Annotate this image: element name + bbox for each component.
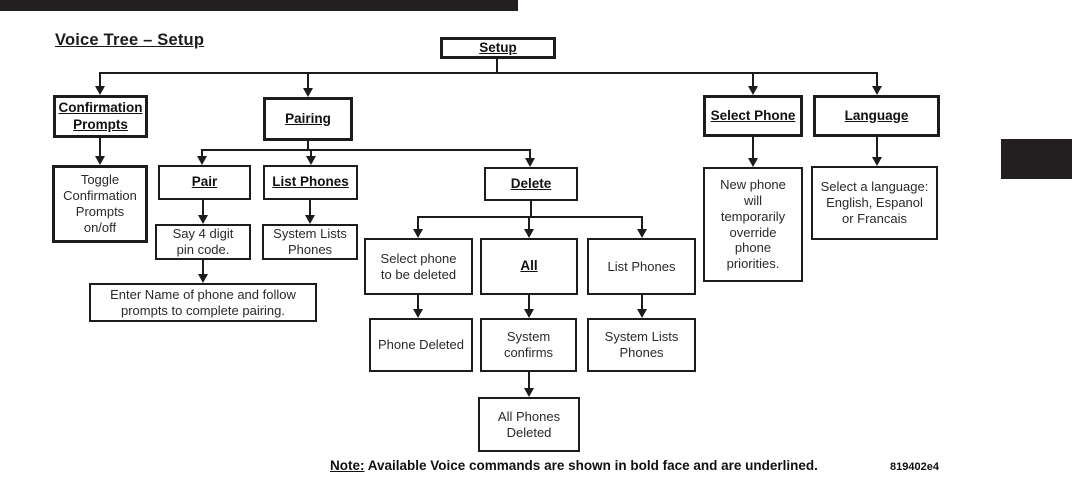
node-label: Phone Deleted — [377, 337, 464, 353]
flow-line — [529, 149, 531, 158]
node-setup: Setup — [440, 37, 556, 59]
node-label: All Phones Deleted — [497, 408, 561, 440]
flow-line — [530, 201, 532, 218]
arrow-down-icon — [305, 215, 315, 224]
arrow-down-icon — [748, 86, 758, 95]
flow-line — [99, 72, 101, 86]
flow-line — [752, 137, 754, 158]
node-system-lists-phones: System Lists Phones — [262, 224, 358, 260]
arrow-down-icon — [748, 158, 758, 167]
node-label: Setup — [479, 39, 517, 55]
arrow-down-icon — [198, 274, 208, 283]
node-label: Select a language: English, Espanol or F… — [820, 179, 929, 226]
flow-line — [202, 200, 204, 215]
figure-code: 819402e4 — [890, 461, 939, 473]
note-label: Note: — [330, 458, 365, 473]
node-label: Language — [844, 107, 909, 123]
arrow-down-icon — [198, 215, 208, 224]
arrow-down-icon — [413, 229, 423, 238]
node-label: Toggle Confirmation Prompts on/off — [63, 172, 137, 235]
node-select-phone-to-delete: Select phone to be deleted — [364, 238, 473, 295]
node-select-phone: Select Phone — [703, 95, 803, 137]
node-all: All — [480, 238, 578, 295]
node-label: Select phone to be deleted — [380, 250, 457, 282]
node-select-language: Select a language: English, Espanol or F… — [811, 166, 938, 240]
flow-line — [418, 216, 643, 218]
node-all-phones-deleted: All Phones Deleted — [478, 397, 580, 452]
flow-line — [528, 372, 530, 388]
flow-line — [202, 260, 204, 274]
right-scan-bar — [1001, 139, 1072, 179]
node-new-phone-info: New phone will temporarily override phon… — [703, 167, 803, 282]
node-label: All — [520, 258, 538, 274]
arrow-down-icon — [303, 88, 313, 97]
arrow-down-icon — [872, 86, 882, 95]
arrow-down-icon — [306, 156, 316, 165]
flow-line — [417, 295, 419, 309]
node-say-pin: Say 4 digit pin code. — [155, 224, 251, 260]
note: Note: Available Voice commands are shown… — [330, 458, 818, 473]
node-confirmation-prompts: Confirmation Prompts — [53, 95, 148, 138]
node-delete: Delete — [484, 167, 578, 201]
node-delete-system-lists-phones: System Lists Phones — [587, 318, 696, 372]
flow-line — [309, 200, 311, 215]
flow-line — [528, 216, 530, 229]
node-language: Language — [813, 95, 940, 137]
note-text: Available Voice commands are shown in bo… — [367, 458, 818, 473]
flow-line — [307, 141, 309, 151]
node-label: Enter Name of phone and follow prompts t… — [110, 286, 296, 318]
node-label: Select Phone — [710, 107, 796, 123]
flow-line — [876, 137, 878, 157]
node-label: List Phones — [272, 174, 349, 190]
node-delete-list-phones: List Phones — [587, 238, 696, 295]
flow-line — [202, 149, 531, 151]
top-scan-bar — [0, 0, 518, 11]
node-enter-name: Enter Name of phone and follow prompts t… — [89, 283, 317, 322]
node-toggle-confirmation: Toggle Confirmation Prompts on/off — [52, 165, 148, 243]
node-label: New phone will temporarily override phon… — [720, 176, 786, 272]
flow-line — [641, 295, 643, 309]
flow-line — [752, 72, 754, 86]
flow-line — [310, 149, 312, 156]
arrow-down-icon — [637, 229, 647, 238]
node-label: Say 4 digit pin code. — [172, 226, 234, 257]
node-label: System confirms — [503, 329, 554, 360]
flow-line — [307, 72, 309, 88]
arrow-down-icon — [524, 388, 534, 397]
diagram-title: Voice Tree – Setup — [55, 31, 205, 49]
node-label: Delete — [510, 175, 552, 191]
arrow-down-icon — [95, 86, 105, 95]
flow-line — [496, 59, 498, 73]
node-label: Confirmation Prompts — [58, 100, 143, 132]
flow-line — [201, 149, 203, 156]
arrow-down-icon — [413, 309, 423, 318]
arrow-down-icon — [637, 309, 647, 318]
flow-line — [876, 72, 878, 86]
node-pair: Pair — [158, 165, 251, 200]
node-phone-deleted: Phone Deleted — [369, 318, 473, 372]
flow-line — [528, 295, 530, 309]
node-label: System Lists Phones — [604, 329, 679, 360]
node-list-phones: List Phones — [263, 165, 358, 200]
node-label: System Lists Phones — [273, 226, 347, 257]
flow-line — [417, 216, 419, 229]
arrow-down-icon — [872, 157, 882, 166]
node-pairing: Pairing — [263, 97, 353, 141]
flow-line — [641, 216, 643, 229]
flow-line — [99, 138, 101, 156]
flow-line — [100, 72, 878, 74]
arrow-down-icon — [524, 229, 534, 238]
arrow-down-icon — [525, 158, 535, 167]
node-label: List Phones — [607, 258, 676, 274]
node-label: Pair — [191, 174, 218, 190]
arrow-down-icon — [524, 309, 534, 318]
node-label: Pairing — [285, 110, 331, 126]
arrow-down-icon — [197, 156, 207, 165]
node-system-confirms: System confirms — [480, 318, 577, 372]
arrow-down-icon — [95, 156, 105, 165]
